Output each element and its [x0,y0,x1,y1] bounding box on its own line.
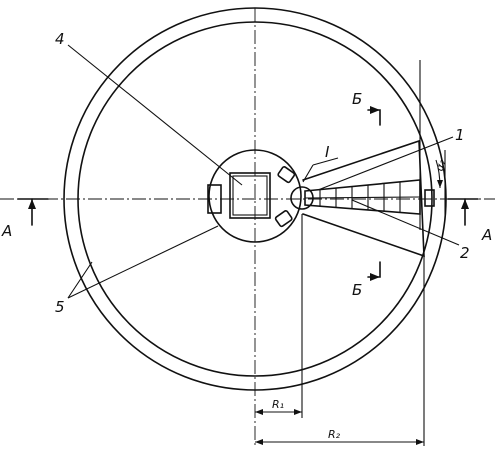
leader-5b [67,261,93,299]
section-a-right-arrowhead [461,199,469,209]
section-b-bottom-arrowhead [370,273,380,281]
angle-label-group: α₂ [433,157,449,172]
part-1-label: 1 [455,126,465,144]
leader-1 [317,136,454,191]
r2-arrow-left [255,439,263,445]
hub-circle [208,149,302,243]
r1-arrow-left [255,409,263,415]
r2-arrow-right [416,439,424,445]
wedge-outline [302,139,425,258]
leader-I [312,157,339,166]
section-a-left-arrowhead [28,199,36,209]
angle-arrow [437,180,443,188]
outer-ring [63,7,447,391]
section-b-top-arrowhead [370,106,380,114]
hub-roller-bottom [274,210,293,228]
leader-5a [67,225,219,299]
leader-2 [351,199,460,246]
radius-r2-label: R₂ [328,428,341,441]
inner-ring [77,21,433,377]
hub-side-block [207,184,222,214]
angle-a2-label: α₂ [433,157,449,172]
r1-arrow-right [294,409,302,415]
radius-r1-label: R₁ [272,398,284,411]
section-a-right-label: А [481,226,492,244]
leader-I-stem [302,164,314,183]
part-5-label: 5 [55,298,65,316]
detail-I-label: I [325,143,330,161]
hub-inner-square [232,175,268,216]
arm-end-block [424,189,435,207]
hub-outer-square [229,172,271,219]
section-b-bottom-label: Б [352,281,362,299]
section-a-left-label: А [1,222,12,240]
leader-4 [67,44,243,186]
part-2-label: 2 [460,244,470,262]
section-b-top-label: Б [352,90,362,108]
arm-rungs [319,182,401,212]
arm-centerline [304,196,421,199]
part-4-label: 4 [55,30,65,48]
hub-roller-top [277,166,296,184]
